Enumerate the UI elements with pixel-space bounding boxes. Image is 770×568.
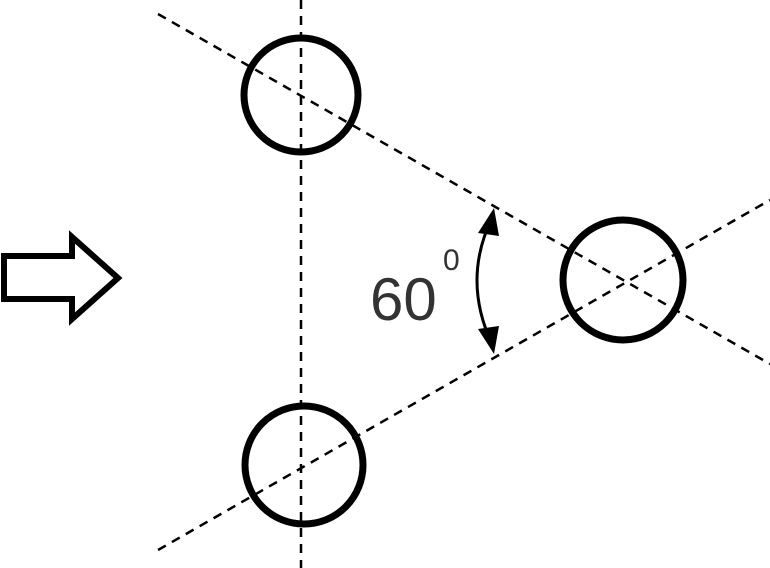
angle-arrowhead-bottom-icon	[478, 326, 499, 354]
right-hole-circle	[559, 216, 687, 344]
upper-diagonal-centerline	[157, 12, 770, 366]
angle-arc	[475, 217, 494, 345]
angle-arrowhead-top-icon	[478, 208, 499, 236]
lower-diagonal-centerline	[157, 198, 770, 552]
direction-arrow-icon	[1, 230, 123, 326]
bottom-hole-circle	[241, 402, 367, 528]
top-hole-circle	[240, 34, 362, 156]
angle-degree-superscript: 0	[443, 244, 460, 277]
angle-value-label: 60	[370, 266, 437, 333]
